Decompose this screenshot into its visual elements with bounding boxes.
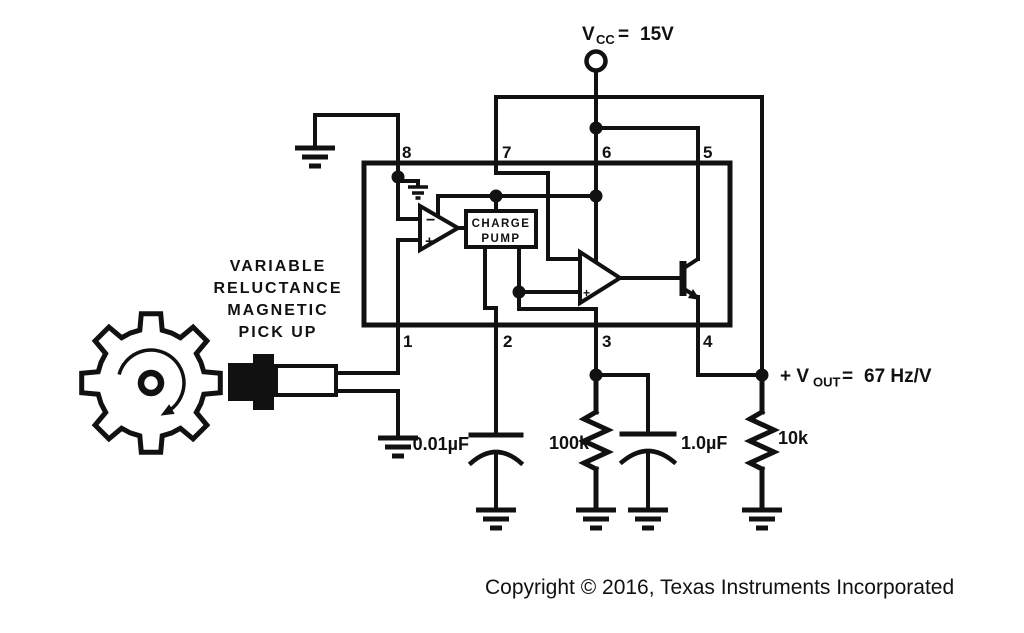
rotation-arrow-arc (117, 348, 186, 414)
vcc-value: 15V (640, 24, 674, 45)
pin-label-4: 4 (703, 332, 713, 351)
vout-label-sub: OUT (813, 375, 841, 390)
wire-supply-rail (436, 194, 598, 220)
wire-internal-gnd (396, 179, 420, 188)
charge-pump-label-2: PUMP (481, 233, 520, 245)
opamp2-triangle (578, 248, 624, 307)
transistor-emitter-arrow (688, 289, 700, 300)
wire-pickup-gnd (334, 389, 400, 439)
wires (313, 68, 764, 439)
resistor-100k-body (577, 408, 615, 473)
pickup-label-line-2: RELUCTANCE (213, 280, 342, 297)
vcc-label-sub: CC (596, 32, 615, 47)
junction-dot (489, 189, 503, 203)
opamp1-triangle (418, 202, 462, 254)
wire-pin7-top-rail (494, 95, 764, 377)
pin-label-2: 2 (503, 332, 512, 351)
junction-dot (589, 189, 603, 203)
transistor (679, 257, 700, 300)
opamp2-plus-label: + (583, 286, 590, 300)
wire-c-filter-branch (594, 373, 650, 436)
pin-label-1: 1 (403, 332, 412, 351)
pickup-label-line-3: MAGNETIC (227, 302, 328, 319)
ground-symbol-c-timing (476, 507, 516, 531)
pickup-sensor (228, 354, 338, 410)
capacitor-1.0uf-label: 1.0µF (681, 433, 727, 453)
junction-dot (512, 285, 526, 299)
transistor-collector (682, 257, 700, 270)
pickup-coil-body (274, 364, 338, 397)
wire-pin3 (517, 290, 598, 377)
ground-symbol-r-load (742, 507, 782, 531)
pickup-magnet (253, 354, 274, 410)
pickup-label: VARIABLE RELUCTANCE MAGNETIC PICK UP (213, 258, 342, 341)
capacitor-0.01uf-label: 0.01µF (413, 434, 469, 454)
ground-symbol-c-filter (628, 507, 668, 531)
opamp1-plus-label: + (425, 233, 434, 250)
charge-pump-box (464, 209, 538, 249)
wire-gnd-to-pin8 (313, 113, 400, 165)
gear-wheel (79, 311, 223, 455)
charge-pump-label-1: CHARGE (472, 218, 531, 230)
rotation-arrow-head (160, 404, 175, 416)
ground-symbol-top-left (295, 145, 335, 169)
wire-cp-pin2 (483, 245, 498, 437)
pin-label-3: 3 (602, 332, 611, 351)
vout-value: 67 Hz/V (864, 366, 932, 387)
wire-pin1-plus-input (396, 238, 422, 375)
vout-label: + V (780, 366, 809, 387)
opamp1-minus-label: − (426, 212, 435, 229)
wire-pin7-internal (494, 161, 582, 261)
vout-equals: = (842, 366, 853, 387)
ground-symbol-pickup (378, 435, 418, 459)
pin-label-7: 7 (502, 143, 511, 162)
resistor-10k-label: 10k (778, 428, 809, 448)
pin-label-5: 5 (703, 143, 712, 162)
ground-symbol-internal (408, 185, 428, 200)
pin-label-6: 6 (602, 143, 611, 162)
gear-hub (137, 369, 165, 397)
wire-pin4-vout (696, 295, 764, 377)
pin-label-8: 8 (402, 143, 411, 162)
ic-outline (361, 160, 733, 328)
resistor-100k-label: 100k (549, 433, 590, 453)
pickup-label-line-4: PICK UP (239, 324, 318, 341)
ground-symbol-r-timing (576, 507, 616, 531)
pickup-pole-tip (228, 363, 253, 401)
vcc-equals: = (618, 24, 629, 45)
vcc-terminal-circle (584, 49, 608, 73)
vcc-label: V (582, 24, 595, 45)
resistor-10k-body (743, 408, 781, 473)
pickup-label-line-1: VARIABLE (230, 258, 327, 275)
junction-dot (589, 121, 603, 135)
wire-vcc-branch-pin5 (594, 126, 700, 261)
copyright-text: Copyright © 2016, Texas Instruments Inco… (485, 576, 954, 599)
ground-symbols (295, 145, 782, 531)
junction-dot (391, 170, 405, 184)
